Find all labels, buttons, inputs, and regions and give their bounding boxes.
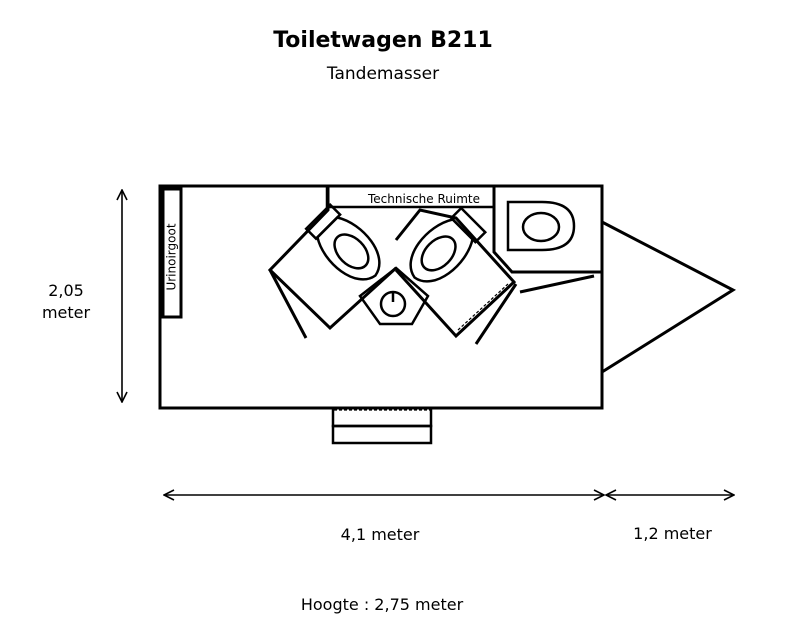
- left-toilet-icon: [304, 202, 381, 281]
- urinal-label: Urinoirgoot: [165, 223, 179, 290]
- right-cubicle-wall: [492, 186, 602, 274]
- entrance-steps: [331, 406, 433, 445]
- trailer-body: [158, 184, 604, 410]
- right-toilet-icon: [506, 200, 576, 252]
- height-label: Hoogte : 2,75 meter: [300, 595, 464, 614]
- washbasin: [358, 266, 430, 326]
- right-diagonal-door-swing: [457, 283, 509, 331]
- drawbar: [601, 220, 737, 374]
- width-value: 2,05: [48, 281, 84, 300]
- right-diagonal-toilet-icon: [409, 206, 488, 283]
- right-diagonal-cubicle-wall: [394, 208, 517, 339]
- left-cubicle-door-swing: [275, 275, 329, 327]
- length-label: 4,1 meter: [340, 525, 420, 544]
- right-diagonal-door: [474, 283, 518, 345]
- left-cubicle-door: [268, 269, 308, 339]
- width-label: 2,05 meter: [30, 280, 102, 324]
- diagram-title: Toiletwagen B211: [273, 28, 493, 53]
- right-cubicle-door: [519, 274, 595, 294]
- width-unit: meter: [41, 303, 91, 322]
- drawbar-length-label: 1,2 meter: [633, 524, 712, 543]
- technical-room-label: Technische Ruimte: [367, 192, 480, 206]
- diagram-subtitle: Tandemasser: [326, 64, 440, 84]
- urinal-trough: [161, 187, 183, 319]
